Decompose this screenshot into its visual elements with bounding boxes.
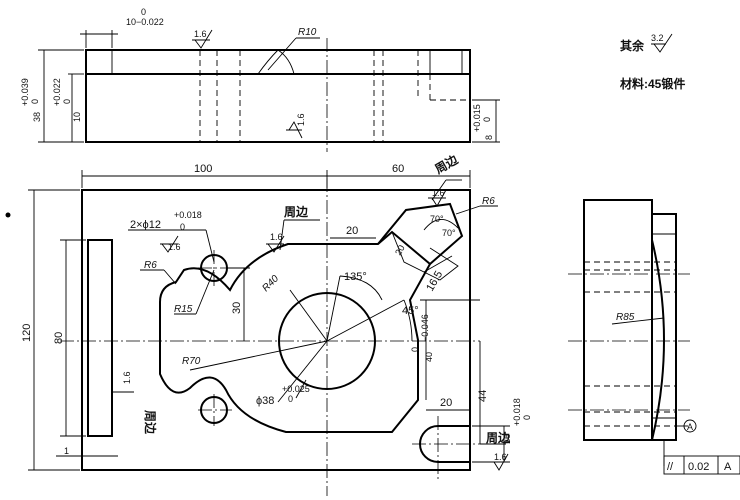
edge-dot: [5, 212, 11, 218]
dim-100: 100: [194, 163, 212, 175]
dim-16-lower: 0: [522, 415, 532, 420]
top-dim-10: 10: [126, 17, 136, 27]
roughness-left: 1.6: [122, 371, 132, 384]
bore-circle: [278, 292, 376, 390]
roughness-tab: 1.6: [432, 188, 445, 198]
bore-upper: +0.025: [282, 384, 310, 394]
dim-10-step-lower: 0: [62, 99, 72, 104]
angle-70-b: 70°: [442, 228, 456, 238]
dim-8-upper: +0.015: [472, 104, 482, 132]
dim-16-5: 16.5: [424, 269, 445, 294]
dim-38: 38: [32, 112, 42, 122]
dim-40: 40: [424, 352, 434, 362]
datum-A: A: [687, 422, 693, 432]
dim-80: 80: [53, 332, 65, 344]
other-surfaces-label: 其余: [620, 38, 645, 53]
dim-40-lower: −0.046: [420, 314, 430, 342]
radius-R70: R70: [182, 356, 201, 367]
holes-lower: 0: [180, 222, 185, 232]
angle-135: 135°: [344, 271, 367, 283]
dim-1: 1: [64, 446, 69, 456]
roughness-slot: 1.6: [494, 452, 507, 462]
dim-60: 60: [392, 163, 404, 175]
perimeter-label-mid: 周边: [284, 204, 309, 219]
dim-20-bottom: 20: [440, 397, 452, 409]
dim-8-lower: 0: [482, 117, 492, 122]
dim-120: 120: [21, 324, 33, 342]
top-roughness: 1.6: [194, 29, 207, 39]
general-notes: 其余 3.2 材料:45锻件: [619, 33, 685, 91]
perimeter-label-slot: 周边: [486, 430, 511, 445]
dim-44: 44: [477, 390, 489, 402]
inner-roughness: 1.6: [296, 113, 306, 126]
radius-R6-tab: R6: [482, 196, 495, 207]
roughness-mid: 1.6: [270, 232, 283, 242]
front-view: 100 60 周边 1.6 R6 70° 70° 20 20 16.5 周边 1…: [21, 151, 532, 496]
angle-45: 45°: [402, 305, 419, 317]
parallelism-icon: //: [667, 461, 674, 473]
side-view: R85 A // 0.02 A: [568, 199, 740, 475]
dim-10-step: 10: [72, 112, 82, 122]
dim-38-lower: 0: [30, 99, 40, 104]
perimeter-label-left: 周边: [143, 410, 158, 435]
dim-40-upper: 0: [410, 347, 420, 352]
holes-upper: +0.018: [174, 210, 202, 220]
top-view: 10 0 −0.022 1.6 R10 1.6 38 +0.039 0 10 +…: [20, 7, 500, 152]
angle-70-a: 70°: [430, 214, 444, 224]
dim-8: 8: [484, 135, 494, 140]
cam-profile: [159, 230, 432, 433]
dim-38-upper: +0.039: [20, 78, 30, 106]
roughness-symbol-icon: [651, 33, 673, 53]
radius-R6-left: R6: [144, 260, 157, 271]
dim-16-upper: +0.018: [512, 398, 522, 426]
bore-label: ϕ38: [256, 395, 274, 407]
radius-R85: R85: [616, 312, 635, 323]
radius-R15: R15: [174, 304, 193, 315]
top-dim-10-lower: −0.022: [136, 17, 164, 27]
roughness-holes: 1.6: [168, 242, 181, 252]
top-dim-10-upper: 0: [141, 7, 146, 17]
tolerance-datum: A: [724, 461, 732, 473]
material-note: 材料:45锻件: [619, 76, 685, 91]
other-surfaces-roughness-value: 3.2: [651, 33, 664, 43]
bore-lower: 0: [288, 394, 293, 404]
dim-16: 16: [502, 434, 512, 444]
perimeter-label-top: 周边: [432, 151, 461, 176]
dim-20-top: 20: [346, 225, 358, 237]
holes-label: 2×ϕ12: [130, 219, 161, 231]
dim-30: 30: [231, 302, 243, 314]
tolerance-value: 0.02: [688, 461, 709, 473]
radius-R10-label: R10: [298, 27, 317, 38]
dim-20-slot: 20: [393, 243, 407, 257]
dim-10-step-upper: +0.022: [52, 78, 62, 106]
radius-R40: R40: [260, 273, 281, 294]
